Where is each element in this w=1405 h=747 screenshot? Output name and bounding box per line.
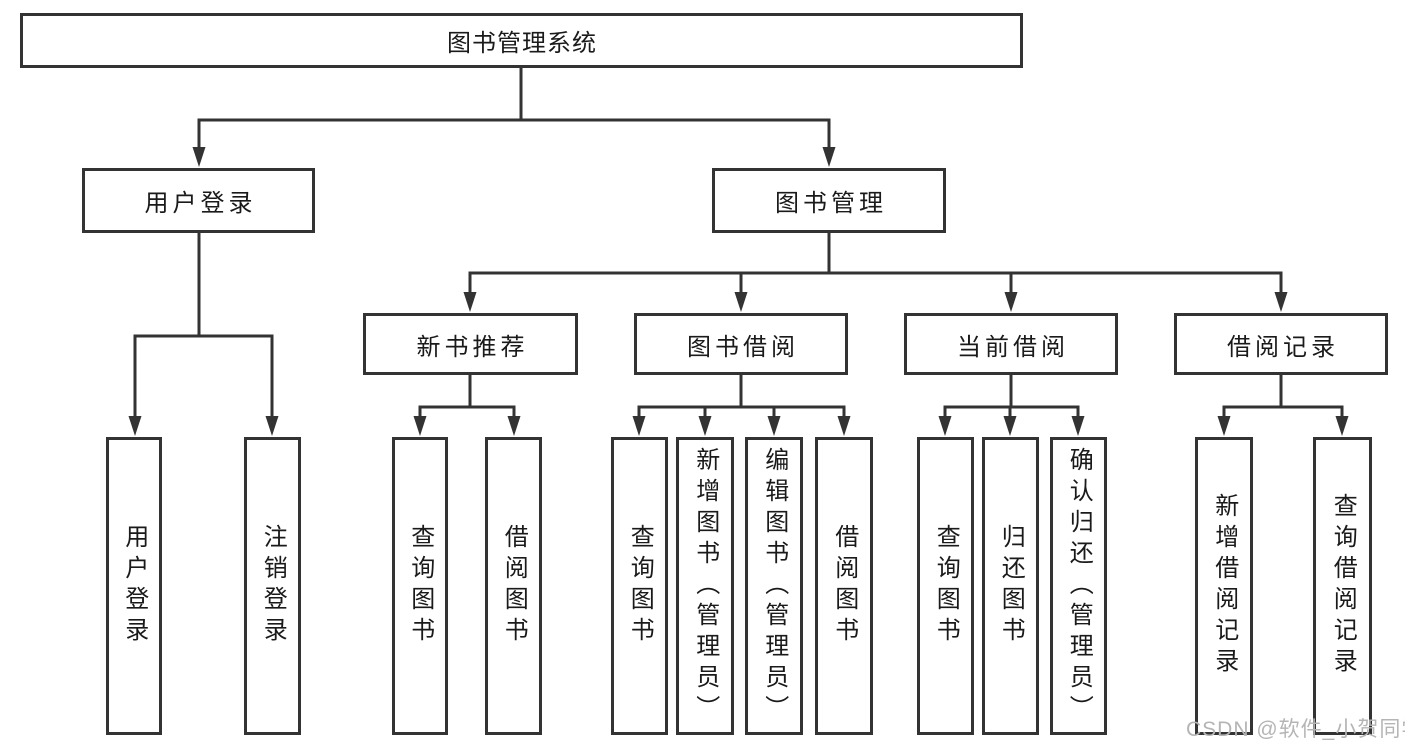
arrowhead [463, 292, 477, 312]
leaf-query-borrow-record: 查询借阅记录 [1313, 437, 1372, 735]
arrowhead [632, 416, 646, 436]
node-borrow-records-label: 借阅记录 [1227, 333, 1339, 361]
leaf-query-books-2: 查询图书 [611, 437, 668, 735]
node-book-borrow-label: 图书借阅 [687, 333, 799, 361]
arrowhead [1003, 416, 1017, 436]
arrowhead [698, 416, 712, 436]
leaf-logout-label: 注销登录 [259, 524, 287, 648]
leaf-query-books-3-label: 查询图书 [932, 524, 960, 648]
arrowhead [1071, 416, 1085, 436]
node-new-book-recommend: 新书推荐 [363, 313, 578, 375]
leaf-confirm-return-admin: 确认归还（管理员） [1050, 437, 1107, 735]
arrowhead [1335, 416, 1349, 436]
node-current-borrow-label: 当前借阅 [957, 333, 1069, 361]
node-borrow-records: 借阅记录 [1174, 313, 1388, 375]
node-current-borrow: 当前借阅 [904, 313, 1118, 375]
leaf-add-book-admin: 新增图书（管理员） [676, 437, 734, 735]
node-book-management-label: 图书管理 [775, 190, 887, 217]
leaf-user-login-label: 用户登录 [120, 524, 148, 648]
leaf-query-books-3: 查询图书 [917, 437, 974, 735]
leaf-add-book-admin-label: 新增图书（管理员） [691, 446, 719, 726]
leaf-borrow-books-1-label: 借阅图书 [500, 524, 528, 648]
leaf-user-login: 用户登录 [106, 437, 162, 735]
leaf-query-books-1-label: 查询图书 [406, 524, 434, 648]
leaf-borrow-books-2: 借阅图书 [815, 437, 873, 735]
arrowhead [837, 416, 851, 436]
connector-current-borrow-to-leaves [938, 375, 1085, 436]
arrowhead [128, 416, 142, 436]
connector-root-to-level1 [192, 68, 836, 167]
arrowhead [413, 416, 427, 436]
arrowhead [767, 416, 781, 436]
connector-borrow-records-to-leaves [1217, 375, 1349, 436]
arrowhead [938, 416, 952, 436]
leaf-query-borrow-record-label: 查询借阅记录 [1329, 493, 1357, 679]
arrowhead [822, 147, 836, 167]
node-book-management: 图书管理 [712, 168, 946, 233]
node-root-label: 图书管理系统 [447, 30, 597, 57]
arrowhead [265, 416, 279, 436]
arrowhead [192, 147, 206, 167]
connector-book-borrow-to-leaves [632, 375, 851, 436]
leaf-add-borrow-record-label: 新增借阅记录 [1210, 493, 1238, 679]
node-user-login-label: 用户登录 [144, 190, 257, 217]
leaf-edit-book-admin-label: 编辑图书（管理员） [760, 446, 788, 726]
leaf-return-book: 归还图书 [982, 437, 1039, 735]
connector-user-login-to-leaves [128, 233, 279, 436]
leaf-confirm-return-admin-label: 确认归还（管理员） [1065, 446, 1093, 726]
connector-new-books-to-leaves [413, 375, 521, 436]
leaf-logout: 注销登录 [244, 437, 301, 735]
node-user-login: 用户登录 [82, 168, 315, 233]
leaf-return-book-label: 归还图书 [997, 524, 1025, 648]
arrowhead [1004, 292, 1018, 312]
node-new-book-recommend-label: 新书推荐 [416, 333, 529, 361]
leaf-query-books-1: 查询图书 [392, 437, 448, 735]
arrowhead [734, 292, 748, 312]
leaf-borrow-books-1: 借阅图书 [485, 437, 542, 735]
node-root: 图书管理系统 [20, 13, 1023, 68]
node-book-borrow: 图书借阅 [634, 313, 848, 375]
connector-book-management-to-level2 [463, 233, 1288, 312]
leaf-borrow-books-2-label: 借阅图书 [830, 524, 858, 648]
leaf-query-books-2-label: 查询图书 [626, 524, 654, 648]
leaf-edit-book-admin: 编辑图书（管理员） [745, 437, 803, 735]
leaf-add-borrow-record: 新增借阅记录 [1195, 437, 1253, 735]
arrowhead [507, 416, 521, 436]
arrowhead [1274, 292, 1288, 312]
arrowhead [1217, 416, 1231, 436]
csdn-watermark: CSDN @软件_小贺同学 [1186, 718, 1405, 741]
